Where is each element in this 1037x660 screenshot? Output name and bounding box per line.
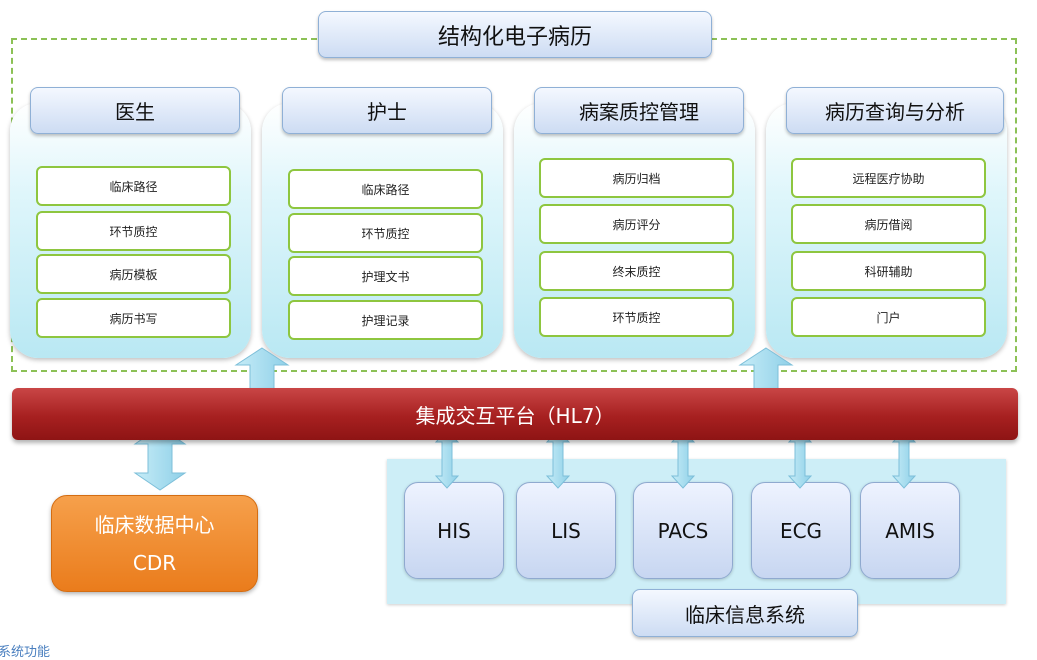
- data-center-name: 临床数据中心: [94, 512, 215, 537]
- double-arrow-icon: [133, 426, 187, 491]
- column-header-query-analysis: 病历查询与分析: [786, 87, 1004, 134]
- double-arrow-icon: [787, 429, 813, 489]
- list-item: 临床路径: [36, 166, 231, 206]
- list-item: 环节质控: [539, 297, 734, 337]
- clinical-data-center: 临床数据中心 CDR: [51, 495, 258, 592]
- list-item: 环节质控: [288, 213, 483, 253]
- list-item: 环节质控: [36, 211, 231, 251]
- system-lis: LIS: [516, 482, 616, 579]
- column-header-nurse: 护士: [282, 87, 492, 134]
- list-item: 病历模板: [36, 254, 231, 294]
- clinical-systems-label: 临床信息系统: [632, 589, 858, 637]
- list-item: 终末质控: [539, 251, 734, 291]
- list-item: 病历书写: [36, 298, 231, 338]
- system-his: HIS: [404, 482, 504, 579]
- system-amis: AMIS: [860, 482, 960, 579]
- system-ecg: ECG: [751, 482, 851, 579]
- column-header-quality-control: 病案质控管理: [534, 87, 744, 134]
- list-item: 门户: [791, 297, 986, 337]
- double-arrow-icon: [545, 429, 571, 489]
- list-item: 临床路径: [288, 169, 483, 209]
- diagram-title: 结构化电子病历: [318, 11, 712, 58]
- system-function-link[interactable]: 系统功能: [0, 645, 51, 660]
- list-item: 病历评分: [539, 204, 734, 244]
- column-header-doctor: 医生: [30, 87, 240, 134]
- double-arrow-icon: [670, 429, 696, 489]
- list-item: 护理文书: [288, 256, 483, 296]
- list-item: 远程医疗协助: [791, 158, 986, 198]
- double-arrow-icon: [434, 429, 460, 489]
- list-item: 护理记录: [288, 300, 483, 340]
- integration-platform-bar: 集成交互平台（HL7）: [12, 388, 1018, 440]
- list-item: 病历借阅: [791, 204, 986, 244]
- data-center-abbr: CDR: [132, 550, 177, 575]
- list-item: 科研辅助: [791, 251, 986, 291]
- list-item: 病历归档: [539, 158, 734, 198]
- double-arrow-icon: [891, 429, 917, 489]
- system-pacs: PACS: [633, 482, 733, 579]
